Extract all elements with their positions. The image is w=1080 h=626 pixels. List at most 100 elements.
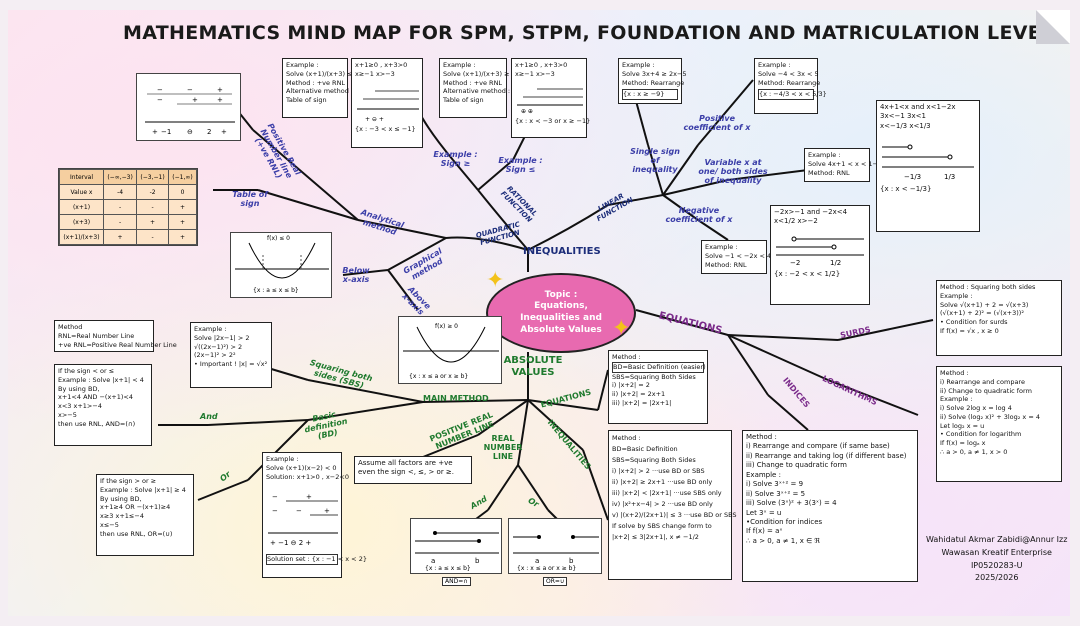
box-line: x<1/2 x>−2 bbox=[774, 217, 818, 226]
box-line: Table of sign bbox=[286, 96, 327, 105]
table-cell: - bbox=[136, 199, 169, 215]
sbs-example-box: Example : Solve |2x−1| > 2 √((2x−1)²) > … bbox=[190, 322, 272, 388]
box-line: +ve RNL=Positive Real Number Line bbox=[58, 340, 177, 349]
box-line: Method : bbox=[746, 433, 777, 441]
hub-line-1: Topic : bbox=[544, 289, 578, 300]
svg-text:−1: −1 bbox=[161, 128, 171, 136]
surds-box: Method : Squaring both sides Example : S… bbox=[936, 280, 1062, 356]
svg-text:1/3: 1/3 bbox=[944, 173, 955, 181]
box-line: If f(x) = logₐ x bbox=[940, 439, 986, 448]
box-line: Example : bbox=[808, 151, 841, 159]
linear-solution-3: 4x+1<x and x<1−2x 3x<−1 3x<1 x<−1/3 x<1/… bbox=[876, 100, 980, 232]
rational-example-2: Example : Solve (x+1)/(x+3) ≥ 0 Method :… bbox=[439, 58, 516, 118]
box-line: Example : bbox=[443, 61, 476, 69]
svg-text:−: − bbox=[296, 507, 302, 515]
box-line: Method: Rearrange bbox=[758, 78, 821, 87]
table-cell: -4 bbox=[103, 184, 138, 200]
svg-text:+: + bbox=[217, 96, 223, 104]
author-year: 2025/2026 bbox=[975, 573, 1019, 583]
box-line: Method : bbox=[940, 369, 969, 377]
svg-text:1/2: 1/2 bbox=[830, 259, 841, 267]
linear-example-3: Example : Solve 4x+1 < x < 1−2x Method: … bbox=[804, 148, 886, 182]
author-reg-no: IP0520283-U bbox=[970, 560, 1023, 570]
box-line: ii) Change to quadratic form bbox=[940, 386, 1032, 395]
box-line: Example : Solve |x+1| ≥ 4 bbox=[100, 485, 186, 494]
box-line: Example : bbox=[286, 61, 319, 69]
box-line: 3x<−1 3x<1 bbox=[880, 112, 926, 121]
parabola-below-diagram bbox=[235, 242, 329, 279]
box-line: Table of sign bbox=[443, 96, 484, 105]
box-line: {x : x < −3 or x ≥ −1} bbox=[515, 117, 591, 126]
author-name: Wahidatul Akmar Zabidi@Annur Izz bbox=[926, 535, 1068, 544]
box-line: ii) |x+2| = 2x+1 bbox=[612, 390, 666, 399]
box-line: Solve −1 < −2x < 4 bbox=[705, 251, 772, 260]
box-line: Alternative method : bbox=[443, 87, 511, 96]
box-line: • Condition for logarithm bbox=[940, 430, 1022, 439]
box-line: BD=Basic Definition bbox=[612, 445, 678, 454]
box-line: x>−5 bbox=[58, 410, 77, 419]
box-line: iii) Change to quadratic form bbox=[746, 461, 847, 470]
table-header: Interval bbox=[58, 169, 105, 185]
prnl-graph-top-left: −−+ −++ +−1⊖2+ bbox=[136, 73, 241, 141]
box-line: x≥−1 x>−3 bbox=[355, 69, 395, 78]
svg-text:−: − bbox=[187, 86, 193, 94]
table-row: (x+3) - + + bbox=[58, 214, 197, 230]
box-line: even the sign <, ≤, > or ≥. bbox=[358, 468, 455, 477]
box-line: RNL=Real Number Line bbox=[58, 331, 135, 340]
svg-text:+ ⊖ +: + ⊖ + bbox=[365, 116, 384, 123]
rnl-legend-box: Method RNL=Real Number Line +ve RNL=Posi… bbox=[54, 320, 177, 352]
box-line: iii) |x+2| < |2x+1| ···use SBS only bbox=[612, 489, 722, 498]
svg-text:−1/3: −1/3 bbox=[904, 173, 921, 181]
table-of-sign: Interval (−∞,−3) (−3,−1) (−1,∞) Value x … bbox=[58, 168, 198, 246]
svg-text:+: + bbox=[217, 86, 223, 94]
svg-text:−: − bbox=[272, 493, 278, 501]
svg-text:2: 2 bbox=[207, 128, 211, 136]
prnl-example-box: Example : Solve (x+1)(x−2) < 0 Solution:… bbox=[262, 452, 367, 578]
box-line: If solve by SBS change form to bbox=[612, 522, 712, 531]
table-cell: -2 bbox=[136, 184, 169, 200]
box-line: Example : bbox=[622, 61, 655, 69]
box-line: v) |(x+2)/(2x+1)| ≤ 3 ···use BD or SBS bbox=[612, 511, 737, 520]
label-main-method: MAIN METHOD bbox=[423, 394, 489, 403]
assume-factors-box: Assume all factors are +ve even the sign… bbox=[354, 456, 472, 484]
box-line: x<−1/3 x<1/3 bbox=[880, 121, 931, 130]
table-cell: + bbox=[168, 199, 197, 215]
table-cell: + bbox=[168, 214, 197, 230]
graph-label: f(x) ≤ 0 bbox=[267, 235, 291, 242]
box-line: Let 3ˣ = u bbox=[746, 508, 782, 517]
and-tag: AND=∩ bbox=[442, 577, 471, 586]
box-line: Solve (x+1)(x−2) < 0 bbox=[266, 463, 337, 472]
box-line: x+1≥0 , x+3>0 bbox=[515, 61, 568, 69]
box-line: x≤−5 bbox=[100, 520, 119, 529]
box-line: Solve 3x+4 ≥ 2x−5 bbox=[622, 69, 687, 78]
box-line: Method: Rearrange bbox=[622, 78, 685, 87]
svg-text:+: + bbox=[152, 128, 158, 136]
box-line: By using BD, bbox=[100, 494, 142, 503]
box-line: 4x+1<x and x<1−2x bbox=[880, 103, 956, 111]
box-line: x+1≥0 , x+3>0 bbox=[355, 61, 408, 69]
box-line: Example : bbox=[758, 61, 791, 69]
box-line: Method: RNL bbox=[808, 168, 850, 177]
box-line: Method: RNL bbox=[705, 260, 747, 269]
box-line: i) Solve 2log x = log 4 bbox=[940, 404, 1012, 413]
box-line: {x : x ≥ −9} bbox=[622, 89, 678, 101]
box-line: • Condition for surds bbox=[940, 318, 1008, 327]
table-row: Value x -4 -2 0 bbox=[58, 184, 197, 200]
box-line: Solve (x+1)/(x+3) ≥ 0 bbox=[443, 69, 516, 78]
linear-example-2: Example : Solve −4 < 3x < 5 Method: Rear… bbox=[754, 58, 827, 114]
box-line: then use RNL, OR=(∪) bbox=[100, 529, 173, 538]
branch-absolute-values: ABSOLUTE VALUES bbox=[503, 355, 563, 378]
graph-below-x-axis: f(x) ≤ 0 {x : a ≤ x ≤ b} bbox=[230, 232, 332, 298]
box-line: ii) Solve 3ˣ⁺² = 5 bbox=[746, 489, 806, 498]
box-line: Example : bbox=[940, 291, 973, 300]
author-credit: Wahidatul Akmar Zabidi@Annur Izz Wawasan… bbox=[926, 534, 1067, 585]
box-line: By using BD, bbox=[58, 384, 100, 393]
box-line: iii) Solve (3ˣ)² + 3(3ˣ) = 4 bbox=[746, 499, 837, 508]
svg-text:b: b bbox=[475, 557, 480, 565]
and-case-box: If the sign < or ≤ Example : Solve |x+1|… bbox=[54, 364, 152, 446]
label-negative-coeff: Negative coefficient of x bbox=[665, 206, 733, 225]
